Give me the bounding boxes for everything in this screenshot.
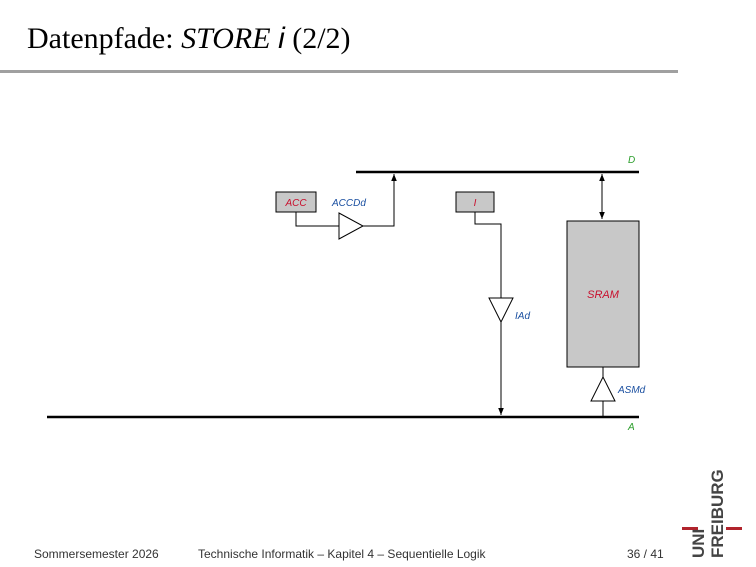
iad-label: IAd [515, 311, 530, 322]
i-to-driver-wire [474, 212, 502, 298]
title-store: STORE [181, 22, 279, 55]
logo-uni-text: UNI [689, 528, 708, 558]
acc-to-driver-wire [295, 212, 339, 227]
logo-bar-right [726, 527, 742, 530]
address-bus-label: A [627, 422, 635, 433]
title-suffix: (2/2) [284, 22, 351, 55]
title-var: i [278, 22, 285, 55]
asmd-driver [590, 375, 616, 402]
title-prefix: Datenpfade: [27, 22, 182, 55]
acc-label: ACC [284, 198, 307, 209]
iad-driver [488, 297, 514, 324]
footer-page: 36 / 41 [627, 547, 664, 561]
logo-bar-left [682, 527, 698, 530]
sram-label: SRAM [587, 289, 620, 301]
footer-course: Technische Informatik – Kapitel 4 – Sequ… [198, 547, 486, 561]
university-logo: UNI FREIBURG [682, 469, 750, 558]
accd-label: ACCDd [331, 198, 366, 209]
title-rule [0, 70, 678, 73]
slide-title: Datenpfade: STORE i (2/2) [27, 22, 351, 56]
asmd-label: ASMd [617, 385, 646, 396]
driver-to-d-bus-wire [363, 174, 397, 227]
sram-block [566, 220, 640, 368]
footer-semester: Sommersemester 2026 [34, 547, 159, 561]
i-label: I [474, 198, 477, 209]
accd-driver [338, 212, 365, 240]
data-bus-label: D [628, 155, 635, 166]
logo-freiburg-text: FREIBURG [708, 469, 727, 558]
